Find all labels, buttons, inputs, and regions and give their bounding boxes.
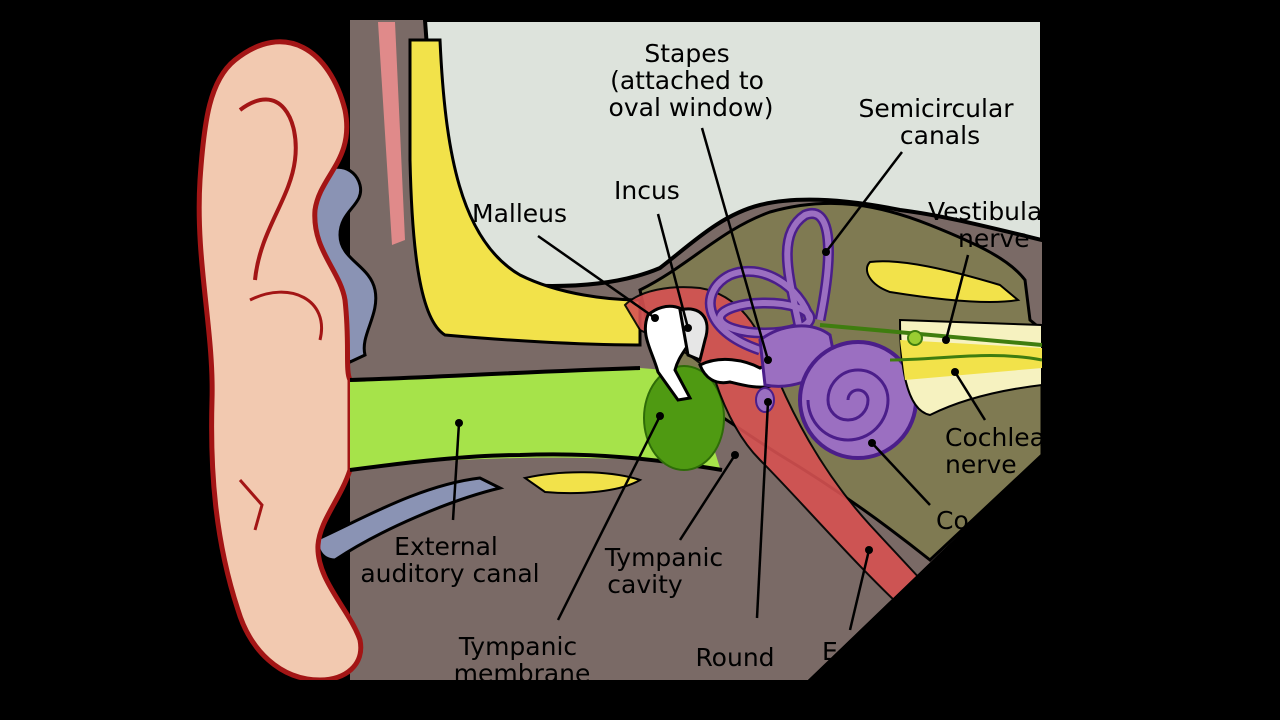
helix-fold: [238, 97, 298, 281]
label-cochlear-nerve: Cochlea nerve: [945, 423, 1053, 479]
nerve-core: [900, 340, 1042, 380]
malleus-bone: [643, 304, 694, 402]
leader-cochlea: [871, 442, 931, 506]
pinna: [196, 39, 364, 683]
dot-malleus: [651, 314, 659, 322]
dot-incus: [684, 324, 692, 332]
label-vestibular-nerve: Vestibula nerve: [928, 197, 1050, 253]
cochlear-nerve-fiber: [889, 354, 1043, 362]
dot-tympanic-membrane: [656, 412, 664, 420]
leader-cochlear-nerve: [953, 371, 987, 421]
diagonal-crop-mask: [808, 455, 1280, 720]
dot-cochlea: [868, 439, 876, 447]
dot-vestibular-nerve: [942, 336, 950, 344]
dot-cochlear-nerve: [951, 368, 959, 376]
external-canal-fill: [350, 368, 720, 470]
vestibular-ganglion: [907, 330, 923, 346]
vestibular-nerve-fiber: [819, 323, 1043, 347]
leader-semicircular-canals: [825, 151, 903, 253]
tympanic-membrane-shape: [643, 365, 725, 471]
dot-semicircular-canals: [822, 248, 830, 256]
canal-upper-wall: [349, 366, 641, 382]
leader-stapes: [700, 127, 770, 361]
dot-tympanic-cavity: [731, 451, 739, 459]
cochlea-spiral: [806, 368, 890, 442]
label-round-window: Round: [695, 643, 774, 672]
leader-vestibular-nerve: [944, 254, 970, 341]
leader-tympanic-membrane: [556, 415, 662, 621]
leader-malleus: [537, 234, 656, 320]
label-malleus: Malleus: [472, 199, 567, 228]
dot-eustachian-tube: [865, 546, 873, 554]
dot-round-window: [764, 398, 772, 406]
leader-tympanic-cavity: [678, 454, 737, 541]
label-tympanic-cavity: Tympanic cavity: [604, 543, 731, 599]
dot-stapes: [764, 356, 772, 364]
label-external-canal: External auditory canal: [360, 532, 539, 588]
vessel-strip: [378, 22, 405, 245]
label-tympanic-membrane: Tympanic membrane: [454, 632, 591, 688]
lobule-fold: [238, 479, 264, 531]
label-cochlea: Co: [936, 506, 969, 535]
leader-eustachian-tube: [848, 549, 871, 631]
yellow-bone-island-lower: [522, 471, 643, 495]
leader-external-canal: [451, 422, 461, 521]
semicircular-canals-shape: [707, 210, 832, 353]
label-incus: Incus: [614, 176, 680, 205]
label-semicircular-canals: Semicircular canals: [858, 94, 1021, 150]
antihelix-fold: [249, 290, 323, 341]
label-stapes: Stapes (attached to oval window): [609, 39, 774, 122]
yellow-bone-island-right: [865, 260, 1021, 303]
dot-external-canal: [455, 419, 463, 427]
leader-round-window: [755, 401, 770, 619]
leader-incus: [656, 213, 690, 329]
